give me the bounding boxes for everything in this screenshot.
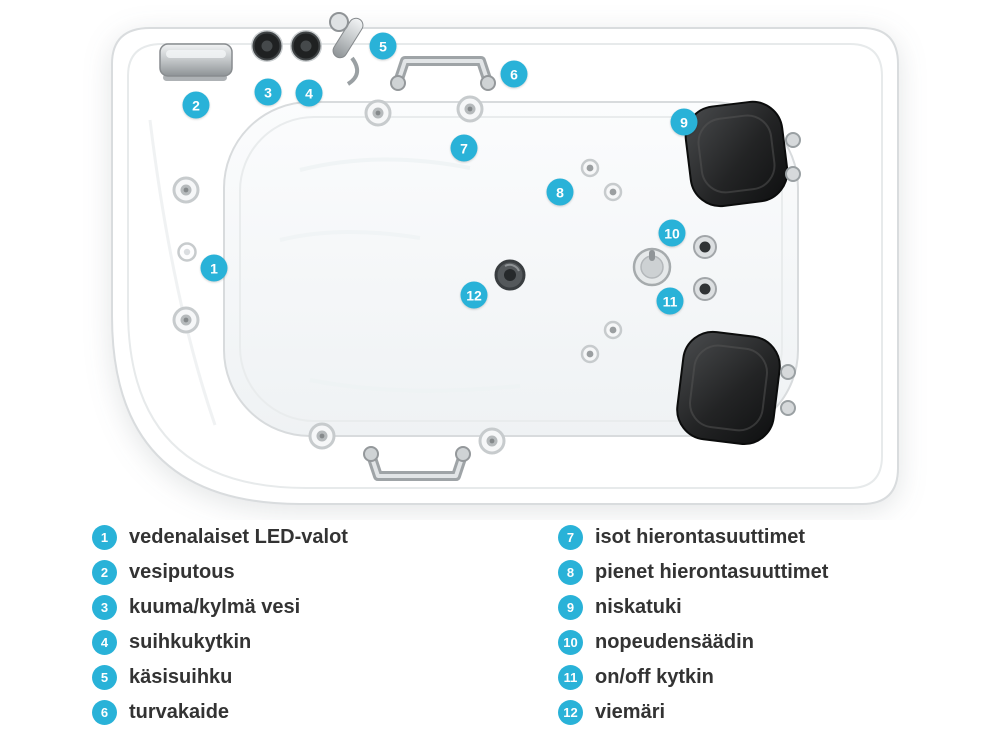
legend-number-badge: 11 [558, 665, 583, 690]
marker-2: 2 [182, 91, 210, 119]
bathtub-diagram: 1 2 3 4 5 6 7 8 9 10 11 12 [111, 12, 899, 505]
legend-label: turvakaide [129, 701, 230, 723]
legend-item: 4 suihkukytkin [92, 630, 348, 655]
legend-item: 1 vedenalaiset LED-valot [92, 525, 348, 550]
legend-number-badge: 4 [92, 630, 117, 655]
marker-11: 11 [656, 287, 684, 315]
marker-8: 8 [546, 178, 574, 206]
marker-7: 7 [450, 134, 478, 162]
water-shimmer [279, 230, 421, 242]
tub-rim-line [127, 43, 883, 489]
legend-item: 8 pienet hierontasuuttimet [558, 560, 828, 585]
legend-label: isot hierontasuuttimet [595, 526, 806, 548]
legend-item: 7 isot hierontasuuttimet [558, 525, 828, 550]
legend-number-badge: 1 [92, 525, 117, 550]
headrest-mount [785, 166, 801, 182]
legend-item: 6 turvakaide [92, 700, 348, 725]
marker-5: 5 [369, 32, 397, 60]
legend-column-left: 1 vedenalaiset LED-valot 2 vesiputous 3 … [92, 525, 348, 725]
legend-item: 11 on/off kytkin [558, 665, 828, 690]
legend-number-badge: 12 [558, 700, 583, 725]
small-massage-jet [580, 344, 600, 364]
marker-6: 6 [500, 60, 528, 88]
legend-label: pienet hierontasuuttimet [595, 561, 829, 583]
marker-3: 3 [254, 78, 282, 106]
legend-number-badge: 9 [558, 595, 583, 620]
legend-number-badge: 7 [558, 525, 583, 550]
tub-basin-inner-contour [239, 116, 783, 422]
small-massage-jet [603, 182, 623, 202]
large-massage-jet [478, 427, 506, 455]
marker-1: 1 [200, 254, 228, 282]
legend-label: niskatuki [595, 596, 682, 618]
drain [494, 259, 526, 291]
headrest-bottom [676, 330, 781, 446]
faucet-knob-hot [251, 30, 283, 62]
legend-number-badge: 3 [92, 595, 117, 620]
speed-control-knob [632, 247, 672, 287]
marker-12: 12 [460, 281, 488, 309]
small-massage-jet [580, 158, 600, 178]
small-massage-jet [603, 320, 623, 340]
legend-item: 9 niskatuki [558, 595, 828, 620]
legend-item: 12 viemäri [558, 700, 828, 725]
headrest-mount [780, 400, 796, 416]
legend-label: suihkukytkin [129, 631, 252, 653]
legend-label: vedenalaiset LED-valot [129, 526, 348, 548]
legend-item: 5 käsisuihku [92, 665, 348, 690]
legend-number-badge: 2 [92, 560, 117, 585]
legend-number-badge: 6 [92, 700, 117, 725]
legend-label: vesiputous [129, 561, 235, 583]
legend-item: 3 kuuma/kylmä vesi [92, 595, 348, 620]
large-massage-jet [364, 99, 392, 127]
onoff-switch-knob [693, 277, 717, 301]
marker-10: 10 [658, 219, 686, 247]
legend: 1 vedenalaiset LED-valot 2 vesiputous 3 … [0, 525, 1000, 750]
grab-rail-bottom [363, 446, 471, 481]
legend-number-badge: 5 [92, 665, 117, 690]
onoff-switch-knob [693, 235, 717, 259]
marker-4: 4 [295, 79, 323, 107]
marker-9: 9 [670, 108, 698, 136]
hand-shower [329, 12, 364, 86]
legend-number-badge: 10 [558, 630, 583, 655]
underwater-led-light [177, 242, 197, 262]
tub-deck-contour [148, 119, 217, 426]
headrest-mount [780, 364, 796, 380]
large-massage-jet [172, 176, 200, 204]
water-shimmer [309, 378, 521, 393]
water-shimmer [299, 157, 471, 172]
waterfall-spout [159, 43, 233, 81]
faucet-knob-cold [290, 30, 322, 62]
legend-label: kuuma/kylmä vesi [129, 596, 301, 618]
legend-label: on/off kytkin [595, 666, 714, 688]
legend-item: 2 vesiputous [92, 560, 348, 585]
headrest-top [684, 100, 789, 208]
large-massage-jet [172, 306, 200, 334]
legend-item: 10 nopeudensäädin [558, 630, 828, 655]
legend-column-right: 7 isot hierontasuuttimet 8 pienet hieron… [558, 525, 828, 725]
legend-label: viemäri [595, 701, 666, 723]
legend-number-badge: 8 [558, 560, 583, 585]
large-massage-jet [456, 95, 484, 123]
bathtub-top-view [111, 12, 899, 505]
headrest-mount [785, 132, 801, 148]
grab-rail-top [390, 56, 496, 91]
legend-label: nopeudensäädin [595, 631, 754, 653]
legend-label: käsisuihku [129, 666, 233, 688]
large-massage-jet [308, 422, 336, 450]
